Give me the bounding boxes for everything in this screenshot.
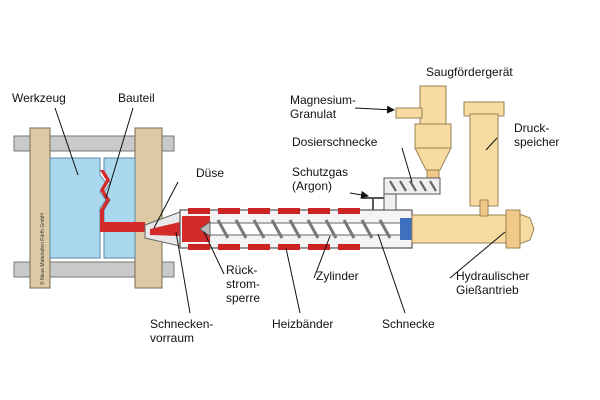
label-rueckstromsperre-line1: Rück- bbox=[226, 263, 257, 277]
leader-lines bbox=[54, 105, 506, 314]
label-magnesium-granulat-line2: Granulat bbox=[290, 107, 337, 121]
label-saugfoerdergeraet: Saugfördergerät bbox=[426, 65, 513, 79]
label-hydraulischer-giessantrieb-line1: Hydraulischer bbox=[456, 269, 529, 283]
nozzle bbox=[144, 211, 181, 247]
label-schneckenvorraum-line1: Schnecken- bbox=[150, 317, 213, 331]
tie-bars bbox=[13, 135, 175, 278]
mold bbox=[49, 157, 136, 259]
label-hydraulischer-giessantrieb-line2: Gießantrieb bbox=[456, 283, 519, 297]
label-schutzgas-line2: (Argon) bbox=[292, 179, 332, 193]
label-zylinder: Zylinder bbox=[316, 269, 359, 283]
vacuum-feeder bbox=[395, 85, 452, 181]
clamp-unit bbox=[29, 127, 163, 289]
shielding-gas-pipe bbox=[362, 197, 384, 210]
label-druckspeicher-line2: speicher bbox=[514, 135, 559, 149]
label-rueckstromsperre-line3: sperre bbox=[226, 291, 260, 305]
label-schutzgas-line1: Schutzgas bbox=[292, 165, 348, 179]
melt-channel bbox=[100, 222, 145, 232]
hydraulic-drive bbox=[411, 209, 535, 249]
label-schneckenvorraum-line2: vorraum bbox=[150, 331, 194, 345]
barrel bbox=[179, 208, 413, 250]
copyright-text: © Neue Materialien Fürth GmbH bbox=[39, 213, 46, 285]
label-magnesium-granulat-line1: Magnesium- bbox=[290, 93, 356, 107]
label-schnecke: Schnecke bbox=[382, 317, 435, 331]
label-rueckstromsperre-line2: strom- bbox=[226, 277, 260, 291]
label-werkzeug: Werkzeug bbox=[12, 91, 66, 105]
pressure-accumulator bbox=[463, 101, 505, 217]
label-druckspeicher-line1: Druck- bbox=[514, 121, 549, 135]
dosing-screw bbox=[383, 177, 441, 211]
label-heizbaender: Heizbänder bbox=[272, 317, 333, 331]
label-bauteil: Bauteil bbox=[118, 91, 155, 105]
label-dosierschnecke: Dosierschnecke bbox=[292, 135, 378, 149]
label-duese: Düse bbox=[196, 166, 224, 180]
